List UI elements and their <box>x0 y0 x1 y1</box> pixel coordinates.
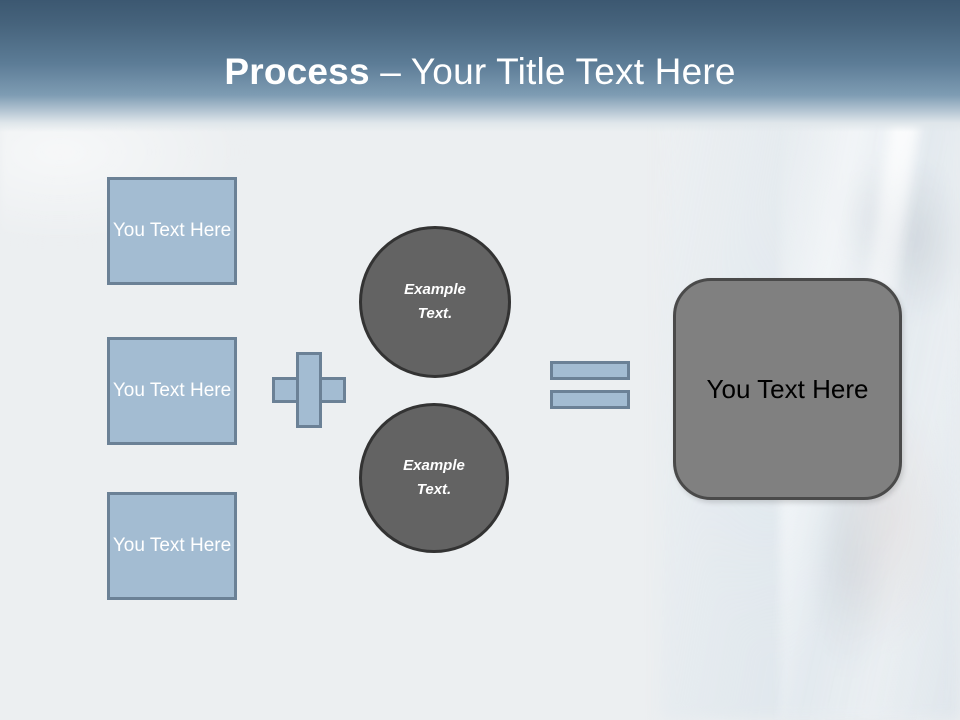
result-box-label: You Text Here <box>706 374 869 404</box>
input-box-3-label: You Text Here <box>112 535 232 556</box>
input-box-2-label: You Text Here <box>112 380 232 401</box>
input-box-3[interactable]: You Text Here <box>107 492 237 600</box>
example-circle-2-line1: Example <box>403 457 465 474</box>
slide-title-rest: – Your Title Text Here <box>369 51 736 92</box>
header-band <box>0 0 960 132</box>
example-circle-1-line2: Text. <box>417 305 453 322</box>
equals-icon-top-bar <box>550 361 630 380</box>
slide-title: Process – Your Title Text Here <box>0 48 960 96</box>
equals-icon-bottom-bar <box>550 390 630 409</box>
input-box-1-label: You Text Here <box>112 220 232 241</box>
input-box-1[interactable]: You Text Here <box>107 177 237 285</box>
example-circle-2[interactable]: Example Text. <box>359 403 509 553</box>
plus-icon <box>272 352 346 428</box>
example-circle-1[interactable]: Example Text. <box>359 226 511 378</box>
example-circle-1-line1: Example <box>404 281 466 298</box>
equals-icon <box>550 361 630 409</box>
result-box[interactable]: You Text Here <box>673 278 902 500</box>
input-box-2[interactable]: You Text Here <box>107 337 237 445</box>
slide-title-bold: Process <box>224 51 370 92</box>
example-circle-2-line2: Text. <box>416 481 452 498</box>
plus-icon-center-patch <box>299 380 319 400</box>
